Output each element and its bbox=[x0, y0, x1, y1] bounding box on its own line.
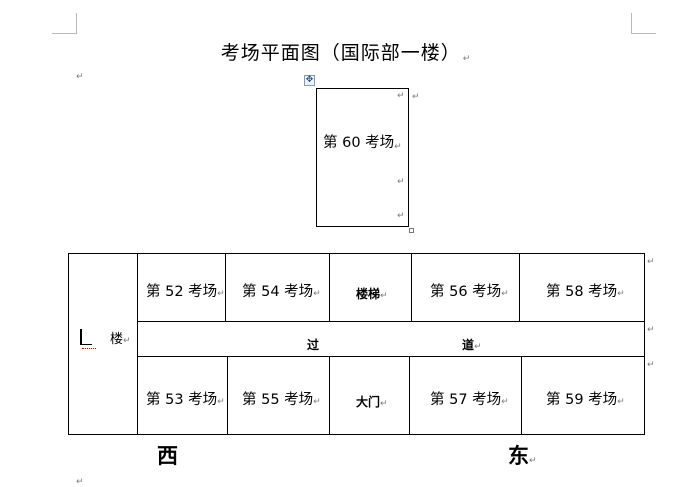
paragraph-mark: ↵ bbox=[397, 177, 405, 187]
paragraph-mark: ↵ bbox=[380, 291, 388, 301]
room-54-label: 第 54 考场↵ bbox=[242, 284, 321, 300]
room-57-label: 第 57 考场↵ bbox=[430, 392, 509, 408]
cursor-bracket-icon bbox=[80, 329, 92, 345]
corridor-label-right: 道↵ bbox=[462, 338, 482, 352]
west-label: 西 bbox=[157, 444, 178, 468]
margin-corner-top-left bbox=[52, 13, 77, 34]
paragraph-mark: ↵ bbox=[529, 456, 537, 466]
document-title-text: 考场平面图（国际部一楼） bbox=[220, 42, 461, 64]
spellcheck-underline bbox=[82, 346, 96, 349]
stairs-label: 楼梯↵ bbox=[356, 287, 388, 301]
room-60-box[interactable] bbox=[316, 88, 409, 227]
paragraph-mark: ↵ bbox=[501, 397, 509, 407]
room-53-label: 第 53 考场↵ bbox=[146, 392, 225, 408]
paragraph-mark: ↵ bbox=[397, 211, 405, 221]
main-gate-label: 大门↵ bbox=[356, 395, 388, 409]
table-move-handle-icon[interactable]: ✥ bbox=[304, 75, 315, 86]
end-of-row-mark: ↵ bbox=[647, 325, 655, 335]
paragraph-mark: ↵ bbox=[394, 142, 402, 152]
room-56-label: 第 56 考场↵ bbox=[430, 284, 509, 300]
end-of-row-mark: ↵ bbox=[412, 92, 420, 102]
paragraph-mark: ↵ bbox=[380, 399, 388, 409]
table-resize-handle[interactable] bbox=[409, 228, 414, 233]
paragraph-mark: ↵ bbox=[501, 289, 509, 299]
corridor-label-left: 过 bbox=[307, 338, 320, 352]
east-label: 东↵ bbox=[508, 444, 537, 468]
room-60-label: 第 60 考场↵ bbox=[323, 135, 402, 152]
room-59-cell[interactable] bbox=[521, 356, 645, 435]
move-icon: ✥ bbox=[305, 75, 314, 85]
room-59-label: 第 59 考场↵ bbox=[546, 392, 625, 408]
margin-corner-top-right bbox=[631, 13, 656, 34]
paragraph-mark: ↵ bbox=[313, 289, 321, 299]
paragraph-mark: ↵ bbox=[397, 91, 405, 101]
paragraph-mark: ↵ bbox=[217, 289, 225, 299]
paragraph-mark: ↵ bbox=[76, 477, 84, 487]
paragraph-mark: ↵ bbox=[217, 397, 225, 407]
end-of-row-mark: ↵ bbox=[647, 360, 655, 370]
building-label: 楼↵ bbox=[110, 332, 131, 347]
room-58-label: 第 58 考场↵ bbox=[546, 284, 625, 300]
paragraph-mark: ↵ bbox=[617, 289, 625, 299]
corridor-cell[interactable] bbox=[137, 321, 645, 357]
end-of-row-mark: ↵ bbox=[647, 257, 655, 267]
paragraph-mark: ↵ bbox=[474, 342, 482, 352]
paragraph-mark: ↵ bbox=[617, 397, 625, 407]
room-55-label: 第 55 考场↵ bbox=[242, 392, 321, 408]
paragraph-mark: ↵ bbox=[76, 72, 84, 82]
paragraph-mark: ↵ bbox=[313, 397, 321, 407]
room-52-label: 第 52 考场↵ bbox=[146, 284, 225, 300]
document-title[interactable]: 考场平面图（国际部一楼）↵ bbox=[0, 38, 690, 65]
paragraph-mark: ↵ bbox=[462, 54, 472, 64]
paragraph-mark: ↵ bbox=[123, 336, 131, 346]
